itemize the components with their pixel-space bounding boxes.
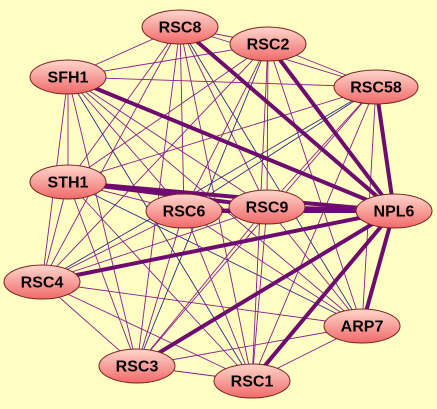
edge-sfh1-rsc3	[67, 76, 138, 367]
edge-sfh1-rsc1	[67, 76, 253, 382]
node-ellipse	[323, 308, 401, 344]
edge-rsc9-rsc4	[41, 206, 268, 283]
thick-edge-npl6-rsc4	[40, 209, 396, 284]
edge-rsc9-arp7	[266, 206, 363, 327]
node-ellipse	[229, 26, 307, 62]
edge-rsc9-rsc3	[136, 206, 268, 367]
edge-rsc2-rsc6	[183, 43, 269, 212]
edge-rsc2-sth1	[67, 43, 269, 183]
node-label: RSC2	[247, 37, 290, 54]
edge-rsc6-rsc1	[183, 210, 253, 382]
node-rsc4[interactable]: RSC4	[3, 264, 81, 300]
node-ellipse	[141, 9, 219, 45]
edge-sfh1-rsc58	[67, 76, 377, 88]
thick-edge-npl6-rsc58	[374, 85, 396, 213]
edge-rsc8-arp7	[179, 26, 363, 327]
node-rsc9[interactable]: RSC9	[228, 189, 306, 225]
edge-sfh1-rsc9	[67, 76, 268, 208]
thick-edge-npl6-sfh1	[66, 75, 396, 213]
edge-rsc3-arp7	[136, 325, 363, 367]
node-ellipse	[29, 164, 107, 200]
edge-sth1-rsc3	[67, 181, 138, 367]
edge-rsc58-rsc6	[183, 86, 377, 212]
node-rsc6[interactable]: RSC6	[145, 193, 223, 229]
thick-edge-npl6-rsc3	[135, 209, 396, 368]
thick-edge-npl6-rsc1	[250, 209, 396, 383]
node-label: RSC1	[231, 374, 274, 391]
thick-edge-npl6-arp7	[360, 209, 396, 328]
node-ellipse	[145, 193, 223, 229]
node-label: RSC3	[116, 359, 159, 376]
edge-rsc8-rsc3	[136, 26, 181, 367]
node-ellipse	[333, 69, 419, 105]
node-rsc2[interactable]: RSC2	[229, 26, 307, 62]
node-ellipse	[355, 193, 433, 229]
node-arp7[interactable]: ARP7	[323, 308, 401, 344]
node-label: RSC6	[163, 204, 206, 221]
edge-rsc58-rsc4	[41, 86, 377, 283]
node-ellipse	[228, 189, 306, 225]
edge-rsc58-rsc1	[251, 86, 377, 382]
node-rsc1[interactable]: RSC1	[213, 363, 291, 399]
node-label: ARP7	[341, 319, 384, 336]
edge-sth1-arp7	[67, 181, 363, 327]
edge-rsc58-sth1	[67, 86, 377, 183]
edge-sth1-rsc1	[67, 181, 253, 382]
node-rsc3[interactable]: RSC3	[98, 348, 176, 384]
node-ellipse	[213, 363, 291, 399]
node-sth1[interactable]: STH1	[29, 164, 107, 200]
node-rsc8[interactable]: RSC8	[141, 9, 219, 45]
thick-edge-npl6-rsc2	[266, 42, 396, 213]
node-label: NPL6	[374, 204, 415, 221]
node-ellipse	[29, 59, 107, 95]
node-label: RSC4	[21, 275, 64, 292]
edge-rsc8-rsc6	[179, 26, 185, 212]
node-ellipse	[98, 348, 176, 384]
node-label: SFH1	[48, 70, 89, 87]
node-label: STH1	[48, 175, 89, 192]
node-ellipse	[3, 264, 81, 300]
edge-rsc6-arp7	[183, 210, 363, 327]
node-npl6[interactable]: NPL6	[355, 193, 433, 229]
edge-rsc2-rsc9	[266, 43, 269, 208]
node-sfh1[interactable]: SFH1	[29, 59, 107, 95]
edge-rsc4-arp7	[41, 281, 363, 327]
edge-rsc8-rsc4	[41, 26, 181, 283]
edge-rsc2-rsc4	[41, 43, 269, 283]
edge-rsc2-arp7	[267, 43, 363, 327]
node-label: RSC58	[350, 80, 402, 97]
edge-rsc4-rsc1	[41, 281, 253, 382]
edge-rsc8-rsc9	[179, 26, 268, 208]
node-label: RSC8	[159, 20, 202, 37]
node-label: RSC9	[246, 200, 289, 217]
node-rsc58[interactable]: RSC58	[333, 69, 419, 105]
thick-edge-npl6-rsc8	[178, 25, 396, 213]
